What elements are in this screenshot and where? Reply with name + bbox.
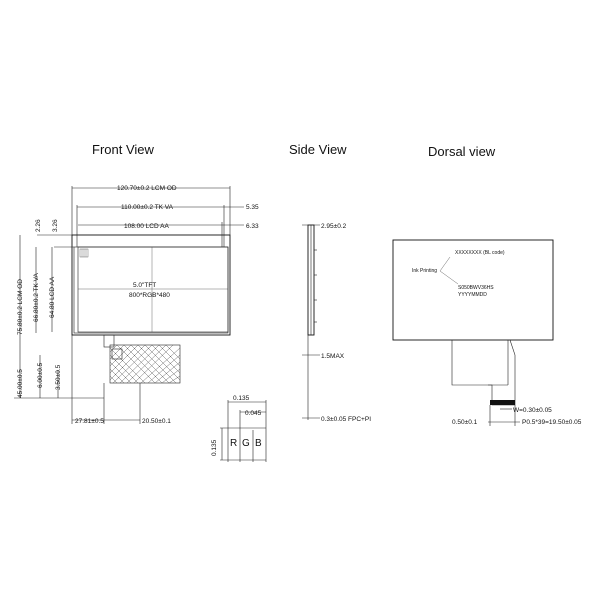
subpixel-r: R	[230, 438, 237, 449]
lcd-aa-width-dim: 108.00 LCD AA	[124, 223, 169, 230]
pixel-detail: 0.135 0.045 0.135 R G B	[211, 395, 267, 462]
bl-code-label: XXXXXXXX (BL code)	[455, 250, 505, 256]
fpc-neck	[103, 334, 115, 348]
lcm-od-height-dim: 75.80±0.2 LCM OD	[17, 279, 24, 335]
side-view: 2.95±0.2 1.5MAX 0.3±0.05 FPC+PI	[302, 223, 371, 423]
tk-va-width-dim: 110.00±0.2 TK VA	[121, 204, 174, 211]
left-offset-1: 2.26	[35, 219, 42, 232]
ink-printing-label: Ink Printing	[412, 268, 437, 274]
panel-size-label: 5.0"TFT	[133, 282, 156, 289]
model-number-label: S050BWV36HS	[458, 285, 494, 291]
fpc-hatch	[109, 344, 181, 384]
pin-width-dim: W=0.30±0.05	[513, 407, 552, 414]
left-offset-2: 3.26	[52, 219, 59, 232]
fpc-offset-dim: 27.81±0.5	[75, 418, 104, 425]
subpixel-b: B	[255, 438, 262, 449]
back-fpc	[451, 339, 516, 406]
fpc-thickness-dim: 0.3±0.05 FPC+PI	[321, 416, 371, 423]
right-offset-1: 5.35	[246, 204, 259, 211]
lcd-aa-outline	[77, 246, 229, 333]
left-margin-dim: 0.50±0.1	[452, 419, 478, 426]
subpixel-pitch-dim: 0.045	[245, 410, 262, 417]
date-code-label: YYYYMMDD	[458, 292, 487, 298]
lcm-od-width-dim: 120.70±0.2 LCM OD	[117, 185, 177, 192]
pixel-height-dim: 0.135	[211, 439, 218, 456]
tk-va-height-dim: 66.80±0.2 TK VA	[33, 272, 40, 322]
side-thickness-dim: 2.95±0.2	[321, 223, 347, 230]
lcm-outline	[71, 234, 231, 336]
pixel-pitch-dim: 0.135	[233, 395, 250, 402]
fpc-seg-1-dim: 6.00±0.5	[37, 362, 44, 388]
panel-resolution-label: 800*RGB*480	[129, 292, 170, 299]
pin-pitch-dim: P0.5*39=19.50±0.05	[522, 419, 582, 426]
right-offset-2: 6.33	[246, 223, 259, 230]
fpc-length-dim: 45.00±0.5	[17, 369, 24, 398]
front-view-title: Front View	[92, 142, 155, 157]
subpixel-g: G	[242, 438, 250, 449]
lcd-aa-height-dim: 64.80 LCD AA	[49, 276, 56, 318]
fpc-seg-2-dim: 3.50±0.5	[55, 364, 62, 390]
dorsal-view: XXXXXXXX (BL code) Ink Printing S050BWV3…	[392, 239, 582, 426]
back-outline	[392, 239, 554, 341]
dorsal-view-title: Dorsal view	[428, 144, 496, 159]
front-view: 5.0"TFT 800*RGB*480 120.70±0.2 LCM OD 11…	[14, 185, 259, 425]
side-view-title: Side View	[289, 142, 347, 157]
fpc-width-dim: 20.50±0.1	[142, 418, 171, 425]
fpc-contacts	[490, 400, 515, 405]
tk-va-outline	[73, 246, 229, 334]
side-max-dim: 1.5MAX	[321, 353, 345, 360]
